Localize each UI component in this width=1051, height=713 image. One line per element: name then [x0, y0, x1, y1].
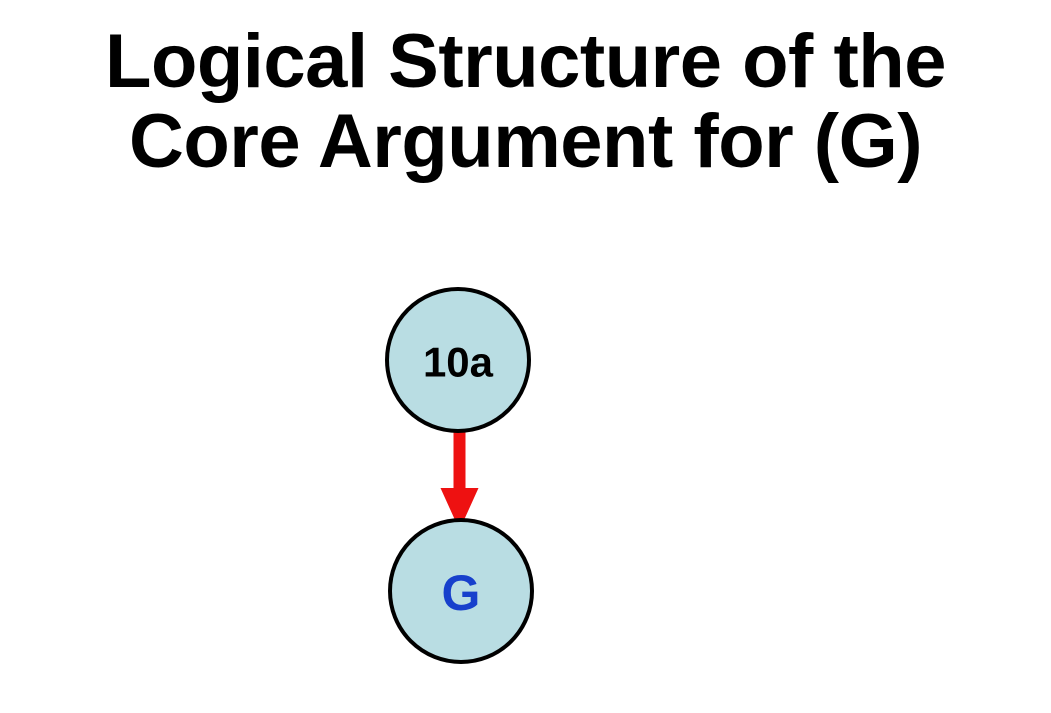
node-g-label: G: [442, 565, 481, 621]
arrowhead-icon: [440, 488, 479, 530]
node-10a[interactable]: 10a: [385, 287, 531, 433]
edge-10a-to-g: [440, 424, 479, 530]
page-title-line-1: Logical Structure of the: [105, 19, 946, 104]
page-title-line-2: Core Argument for (G): [128, 99, 923, 184]
node-g[interactable]: G: [388, 518, 534, 664]
node-10a-circle[interactable]: [385, 287, 531, 433]
node-10a-label: 10a: [423, 339, 494, 386]
page-title: Logical Structure of the Core Argument f…: [0, 22, 1051, 182]
node-g-circle[interactable]: [388, 518, 534, 664]
